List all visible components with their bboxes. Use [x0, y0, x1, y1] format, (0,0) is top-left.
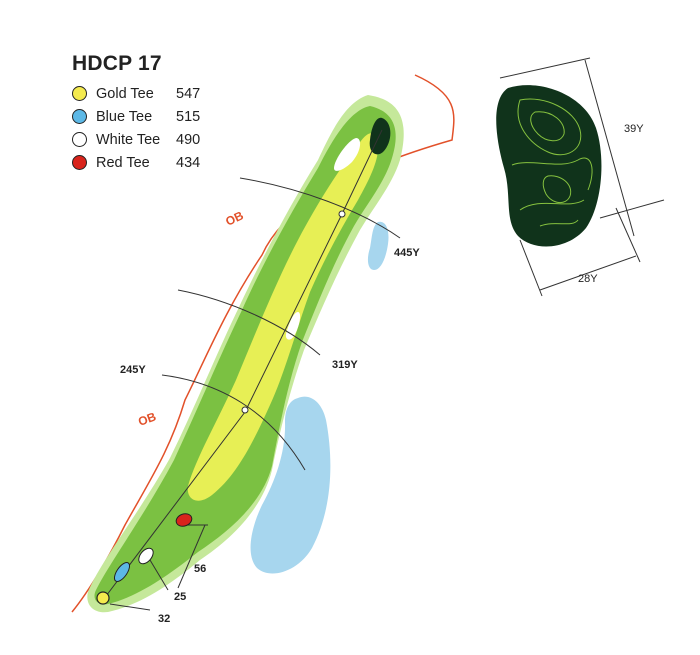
distance-label-319: 319Y	[332, 359, 358, 371]
gold-tee-box	[96, 591, 110, 605]
green-width-label: 28Y	[578, 273, 598, 285]
ob-label-upper: OB	[223, 208, 246, 228]
arc-445	[239, 177, 401, 239]
tee-offset-label-25: 25	[174, 591, 186, 603]
green-depth-tick-top	[499, 57, 591, 79]
tee-offset-label-56: 56	[194, 563, 206, 575]
water-hazard-small	[367, 221, 389, 270]
ob-line	[71, 74, 455, 613]
marker-dot-lower	[241, 406, 249, 414]
tee-legend: HDCP 17 Gold Tee 547 Blue Tee 515 White …	[72, 52, 200, 174]
center-line	[99, 129, 383, 605]
legend-name-red: Red Tee	[96, 154, 150, 171]
green-width-tick-left	[519, 239, 543, 297]
fairway	[187, 133, 379, 501]
legend-yards-white: 490	[176, 131, 201, 148]
blue-tee-dot	[72, 109, 87, 124]
blue-tee-box	[113, 562, 131, 582]
gold-tee-dot	[72, 86, 87, 101]
tee-offset-label-32: 32	[158, 613, 170, 625]
green-detail: 39Y 28Y	[496, 57, 665, 297]
legend-row-red: Red Tee 434	[72, 151, 200, 174]
arc-245	[161, 374, 306, 471]
arc-319	[177, 289, 321, 356]
legend-yards-blue: 515	[176, 108, 201, 125]
white-tee-box	[138, 547, 154, 565]
legend-row-gold: Gold Tee 547	[72, 82, 200, 105]
legend-name-gold: Gold Tee	[96, 85, 154, 102]
legend-row-blue: Blue Tee 515	[72, 105, 200, 128]
white-tee-dot	[72, 132, 87, 147]
green-depth-label: 39Y	[624, 123, 644, 135]
green-depth-tick-bottom	[599, 199, 665, 219]
legend-row-white: White Tee 490	[72, 128, 200, 151]
distance-label-445: 445Y	[394, 247, 420, 259]
legend-name-blue: Blue Tee	[96, 108, 153, 125]
red-tee-dot	[72, 155, 87, 170]
distance-label-245: 245Y	[120, 364, 146, 376]
green-depth-line	[584, 59, 635, 237]
tee-offset-line-25	[149, 559, 169, 591]
tee-offset-line-32	[109, 603, 151, 611]
legend-yards-gold: 547	[176, 85, 201, 102]
tee-offset-line-56-v	[177, 524, 206, 589]
sand-trap-green	[334, 138, 361, 171]
legend-name-white: White Tee	[96, 131, 161, 148]
legend-yards-red: 434	[176, 154, 201, 171]
water-hazard-large	[250, 396, 331, 574]
marker-dot-upper	[338, 210, 346, 218]
ob-label-lower: OB	[136, 409, 158, 428]
green-width-line	[539, 255, 637, 291]
green-detail-shape	[496, 85, 602, 247]
red-tee-box	[175, 513, 193, 527]
green-contours	[511, 98, 593, 227]
green-width-tick-right	[615, 207, 641, 263]
handicap-title: HDCP 17	[72, 52, 162, 75]
